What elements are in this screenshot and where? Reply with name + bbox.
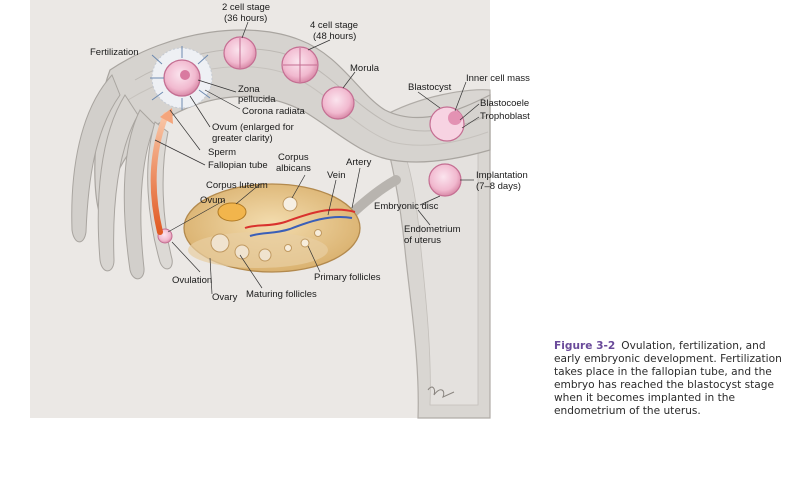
maturing-follicle (210, 233, 230, 253)
ovum-path-arrow (150, 112, 169, 235)
label-two-cell-stage: 2 cell stage (222, 2, 270, 13)
blastocyst-cell (429, 106, 465, 142)
label-zona: Zona (238, 84, 260, 95)
label-implantation-time: (7–8 days) (476, 181, 521, 192)
morula-cell (321, 86, 355, 120)
label-vein: Vein (327, 170, 346, 181)
arrow-head (160, 108, 173, 124)
artery (244, 208, 356, 229)
label-trophoblast: Trophoblast (480, 111, 530, 122)
inner-cell-mass (448, 111, 462, 125)
label-maturing-follicles: Maturing follicles (246, 289, 317, 300)
label-inner-cell-mass: Inner cell mass (466, 73, 530, 84)
label-greater-clarity: greater clarity) (212, 133, 273, 144)
label-implantation: Implantation (476, 170, 528, 181)
label-corpus: Corpus (278, 152, 309, 163)
label-albicans: albicans (276, 163, 311, 174)
label-two-cell-time: (36 hours) (224, 13, 267, 24)
fimbria (123, 109, 156, 280)
ovary-lower (188, 232, 328, 268)
primary-follicle (300, 238, 310, 248)
fimbria (97, 94, 139, 272)
maturing-follicle (234, 244, 250, 260)
label-blastocoele: Blastocoele (480, 98, 529, 109)
label-corpus-luteum: Corpus luteum (206, 180, 268, 191)
primary-follicle (284, 244, 292, 252)
implanted-embryo (428, 163, 462, 197)
label-ovary: Ovary (212, 292, 238, 303)
label-four-cell-time: (48 hours) (313, 31, 356, 42)
label-embryonic-disc: Embryonic disc (374, 201, 439, 212)
label-sperm: Sperm (208, 147, 236, 158)
label-corona-radiata: Corona radiata (242, 106, 306, 117)
label-ovum-enlarged: Ovum (enlarged for (212, 122, 294, 133)
label-ovulation: Ovulation (172, 275, 212, 286)
label-fallopian-tube: Fallopian tube (208, 160, 268, 171)
maturing-follicle (258, 248, 272, 262)
fimbria (71, 74, 121, 243)
label-blastocyst: Blastocyst (408, 82, 452, 93)
label-artery: Artery (346, 157, 372, 168)
artist-signature (427, 386, 455, 398)
label-of-uterus: of uterus (404, 235, 441, 246)
vein (249, 215, 353, 237)
label-fertilization: Fertilization (90, 47, 139, 58)
corpus-luteum (217, 202, 247, 222)
corpus-albicans (282, 196, 298, 212)
caption-text: Ovulation, fertilization, and early embr… (554, 340, 782, 417)
figure-number: Figure 3-2 (554, 340, 616, 352)
label-primary-follicles: Primary follicles (314, 272, 381, 283)
four-cell-division (283, 48, 317, 82)
label-ovum: Ovum (200, 195, 225, 206)
label-endometrium: Endometrium (404, 224, 461, 235)
leader-lines (154, 21, 480, 295)
fertilized-ovum (150, 46, 213, 110)
primary-follicle (314, 229, 322, 237)
label-pellucida: pellucida (238, 94, 276, 105)
label-morula: Morula (350, 63, 380, 74)
label-four-cell-stage: 4 cell stage (310, 20, 358, 31)
